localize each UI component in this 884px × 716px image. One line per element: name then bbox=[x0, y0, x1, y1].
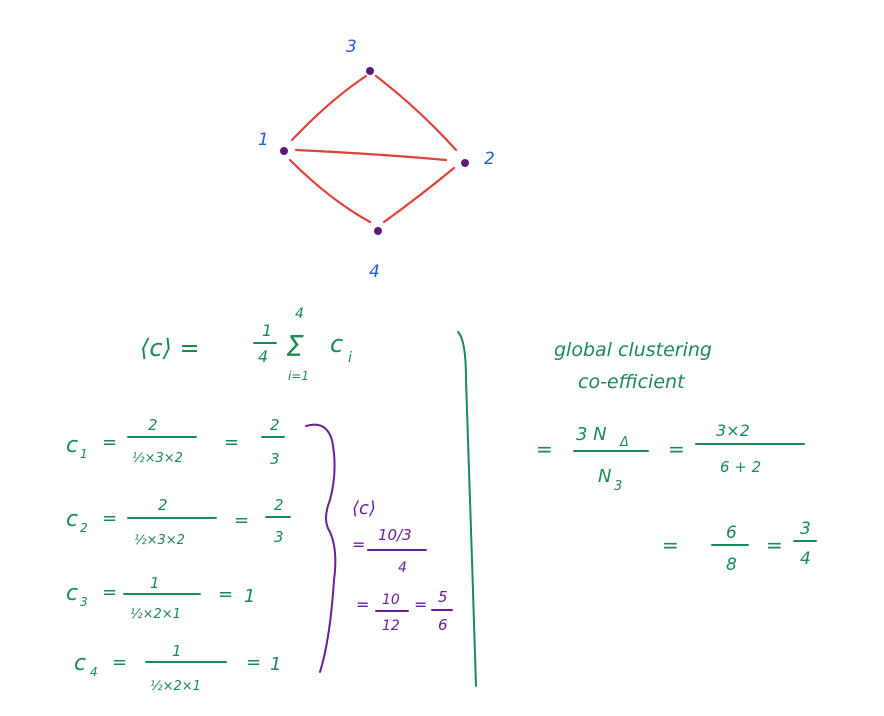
c1-num: 2 bbox=[148, 416, 158, 434]
avg-lhs: ⟨c⟩ = bbox=[140, 334, 200, 362]
global-clustering: global clustering co-efficient = 3 N Δ N… bbox=[536, 339, 817, 575]
local-c1: c 1 = 2 ½×3×2 = 2 3 bbox=[66, 416, 285, 468]
c2-res-den: 3 bbox=[274, 528, 284, 546]
avg-result-den3: 6 bbox=[438, 616, 448, 634]
c4-eq: = bbox=[112, 652, 127, 673]
c1-res-num: 2 bbox=[270, 416, 280, 434]
avg-result-num1: 10/3 bbox=[378, 526, 412, 544]
c4-name: c bbox=[74, 651, 86, 676]
node-label-3: 3 bbox=[346, 37, 357, 57]
global-title-line2: co-efficient bbox=[578, 371, 686, 393]
sum-symbol: Σ bbox=[286, 330, 304, 363]
global-eq1: = bbox=[536, 437, 553, 461]
c1-sub: 1 bbox=[80, 447, 88, 461]
average-clustering-formula: ⟨c⟩ = 1 4 4 Σ i=1 c i bbox=[140, 306, 352, 383]
edge-4-2 bbox=[382, 166, 456, 224]
node-4 bbox=[374, 227, 382, 235]
c2-res-num: 2 bbox=[274, 496, 284, 514]
local-c4: c 4 = 1 ½×2×1 = 1 bbox=[74, 642, 281, 694]
global-den3: 8 bbox=[726, 555, 737, 575]
c3-num: 1 bbox=[150, 574, 160, 592]
c4-eq2: = bbox=[246, 652, 261, 673]
c1-eq2: = bbox=[224, 432, 239, 453]
avg-result-label: ⟨c⟩ bbox=[352, 498, 376, 519]
avg-result-eq1: = bbox=[352, 535, 365, 554]
c4-den: ½×2×1 bbox=[150, 679, 201, 694]
c3-name: c bbox=[66, 581, 78, 606]
global-den2: 6 + 2 bbox=[720, 458, 761, 476]
avg-result-den1: 4 bbox=[398, 560, 407, 576]
global-eq2: = bbox=[668, 437, 685, 461]
global-den1-sub: 3 bbox=[614, 479, 622, 494]
curly-brace bbox=[305, 423, 337, 673]
c2-sub: 2 bbox=[80, 521, 88, 535]
global-num4: 3 bbox=[800, 519, 811, 539]
c3-eq2: = bbox=[218, 584, 233, 605]
avg-result-num3: 5 bbox=[438, 588, 448, 606]
avg-result-den2: 12 bbox=[382, 618, 400, 634]
avg-result-num2: 10 bbox=[382, 592, 400, 608]
global-eq3: = bbox=[662, 533, 679, 557]
global-title-line1: global clustering bbox=[554, 339, 712, 361]
avg-frac-den: 4 bbox=[258, 347, 268, 366]
c1-eq: = bbox=[102, 432, 117, 453]
c3-eq: = bbox=[102, 582, 117, 603]
global-num2: 3×2 bbox=[716, 421, 750, 440]
avg-term: c bbox=[330, 330, 343, 358]
edge-1-2 bbox=[294, 148, 448, 162]
node-label-4: 4 bbox=[369, 262, 380, 282]
c4-res: 1 bbox=[270, 654, 281, 675]
global-num1-sub: Δ bbox=[619, 435, 629, 450]
global-den1: N bbox=[598, 466, 611, 487]
global-num1: 3 N bbox=[576, 424, 607, 445]
node-label-2: 2 bbox=[484, 149, 495, 169]
c3-res: 1 bbox=[244, 586, 255, 607]
global-num3: 6 bbox=[726, 523, 737, 543]
c2-name: c bbox=[66, 507, 78, 532]
sum-upper: 4 bbox=[295, 306, 304, 322]
c4-num: 1 bbox=[172, 642, 182, 660]
c3-den: ½×2×1 bbox=[130, 607, 181, 622]
sum-lower: i=1 bbox=[288, 369, 309, 383]
c1-name: c bbox=[66, 433, 78, 458]
avg-result-eq3: = bbox=[414, 595, 427, 614]
c3-sub: 3 bbox=[80, 595, 88, 609]
edge-1-3 bbox=[290, 74, 368, 142]
node-label-1: 1 bbox=[258, 130, 269, 150]
c2-num: 2 bbox=[158, 496, 168, 514]
c1-res-den: 3 bbox=[270, 450, 280, 468]
avg-term-sub: i bbox=[348, 350, 352, 366]
c2-den: ½×3×2 bbox=[134, 533, 185, 548]
global-den4: 4 bbox=[800, 549, 811, 569]
node-1 bbox=[280, 147, 288, 155]
avg-result-eq2: = bbox=[356, 595, 369, 614]
c2-eq2: = bbox=[234, 510, 249, 531]
avg-frac-num: 1 bbox=[262, 321, 272, 340]
c2-eq: = bbox=[102, 508, 117, 529]
edge-1-4 bbox=[288, 158, 372, 224]
node-3 bbox=[366, 67, 374, 75]
edge-3-2 bbox=[374, 74, 458, 152]
local-c2: c 2 = 2 ½×3×2 = 2 3 bbox=[66, 496, 291, 548]
c1-den: ½×3×2 bbox=[132, 451, 183, 466]
vertical-divider bbox=[457, 331, 477, 687]
global-eq4: = bbox=[766, 533, 783, 557]
local-c3: c 3 = 1 ½×2×1 = 1 bbox=[66, 574, 255, 622]
average-result: ⟨c⟩ = 10/3 4 = 10 12 = 5 6 bbox=[352, 498, 453, 634]
graph: 1 2 3 4 bbox=[258, 37, 495, 282]
c4-sub: 4 bbox=[90, 665, 98, 679]
node-2 bbox=[461, 159, 469, 167]
